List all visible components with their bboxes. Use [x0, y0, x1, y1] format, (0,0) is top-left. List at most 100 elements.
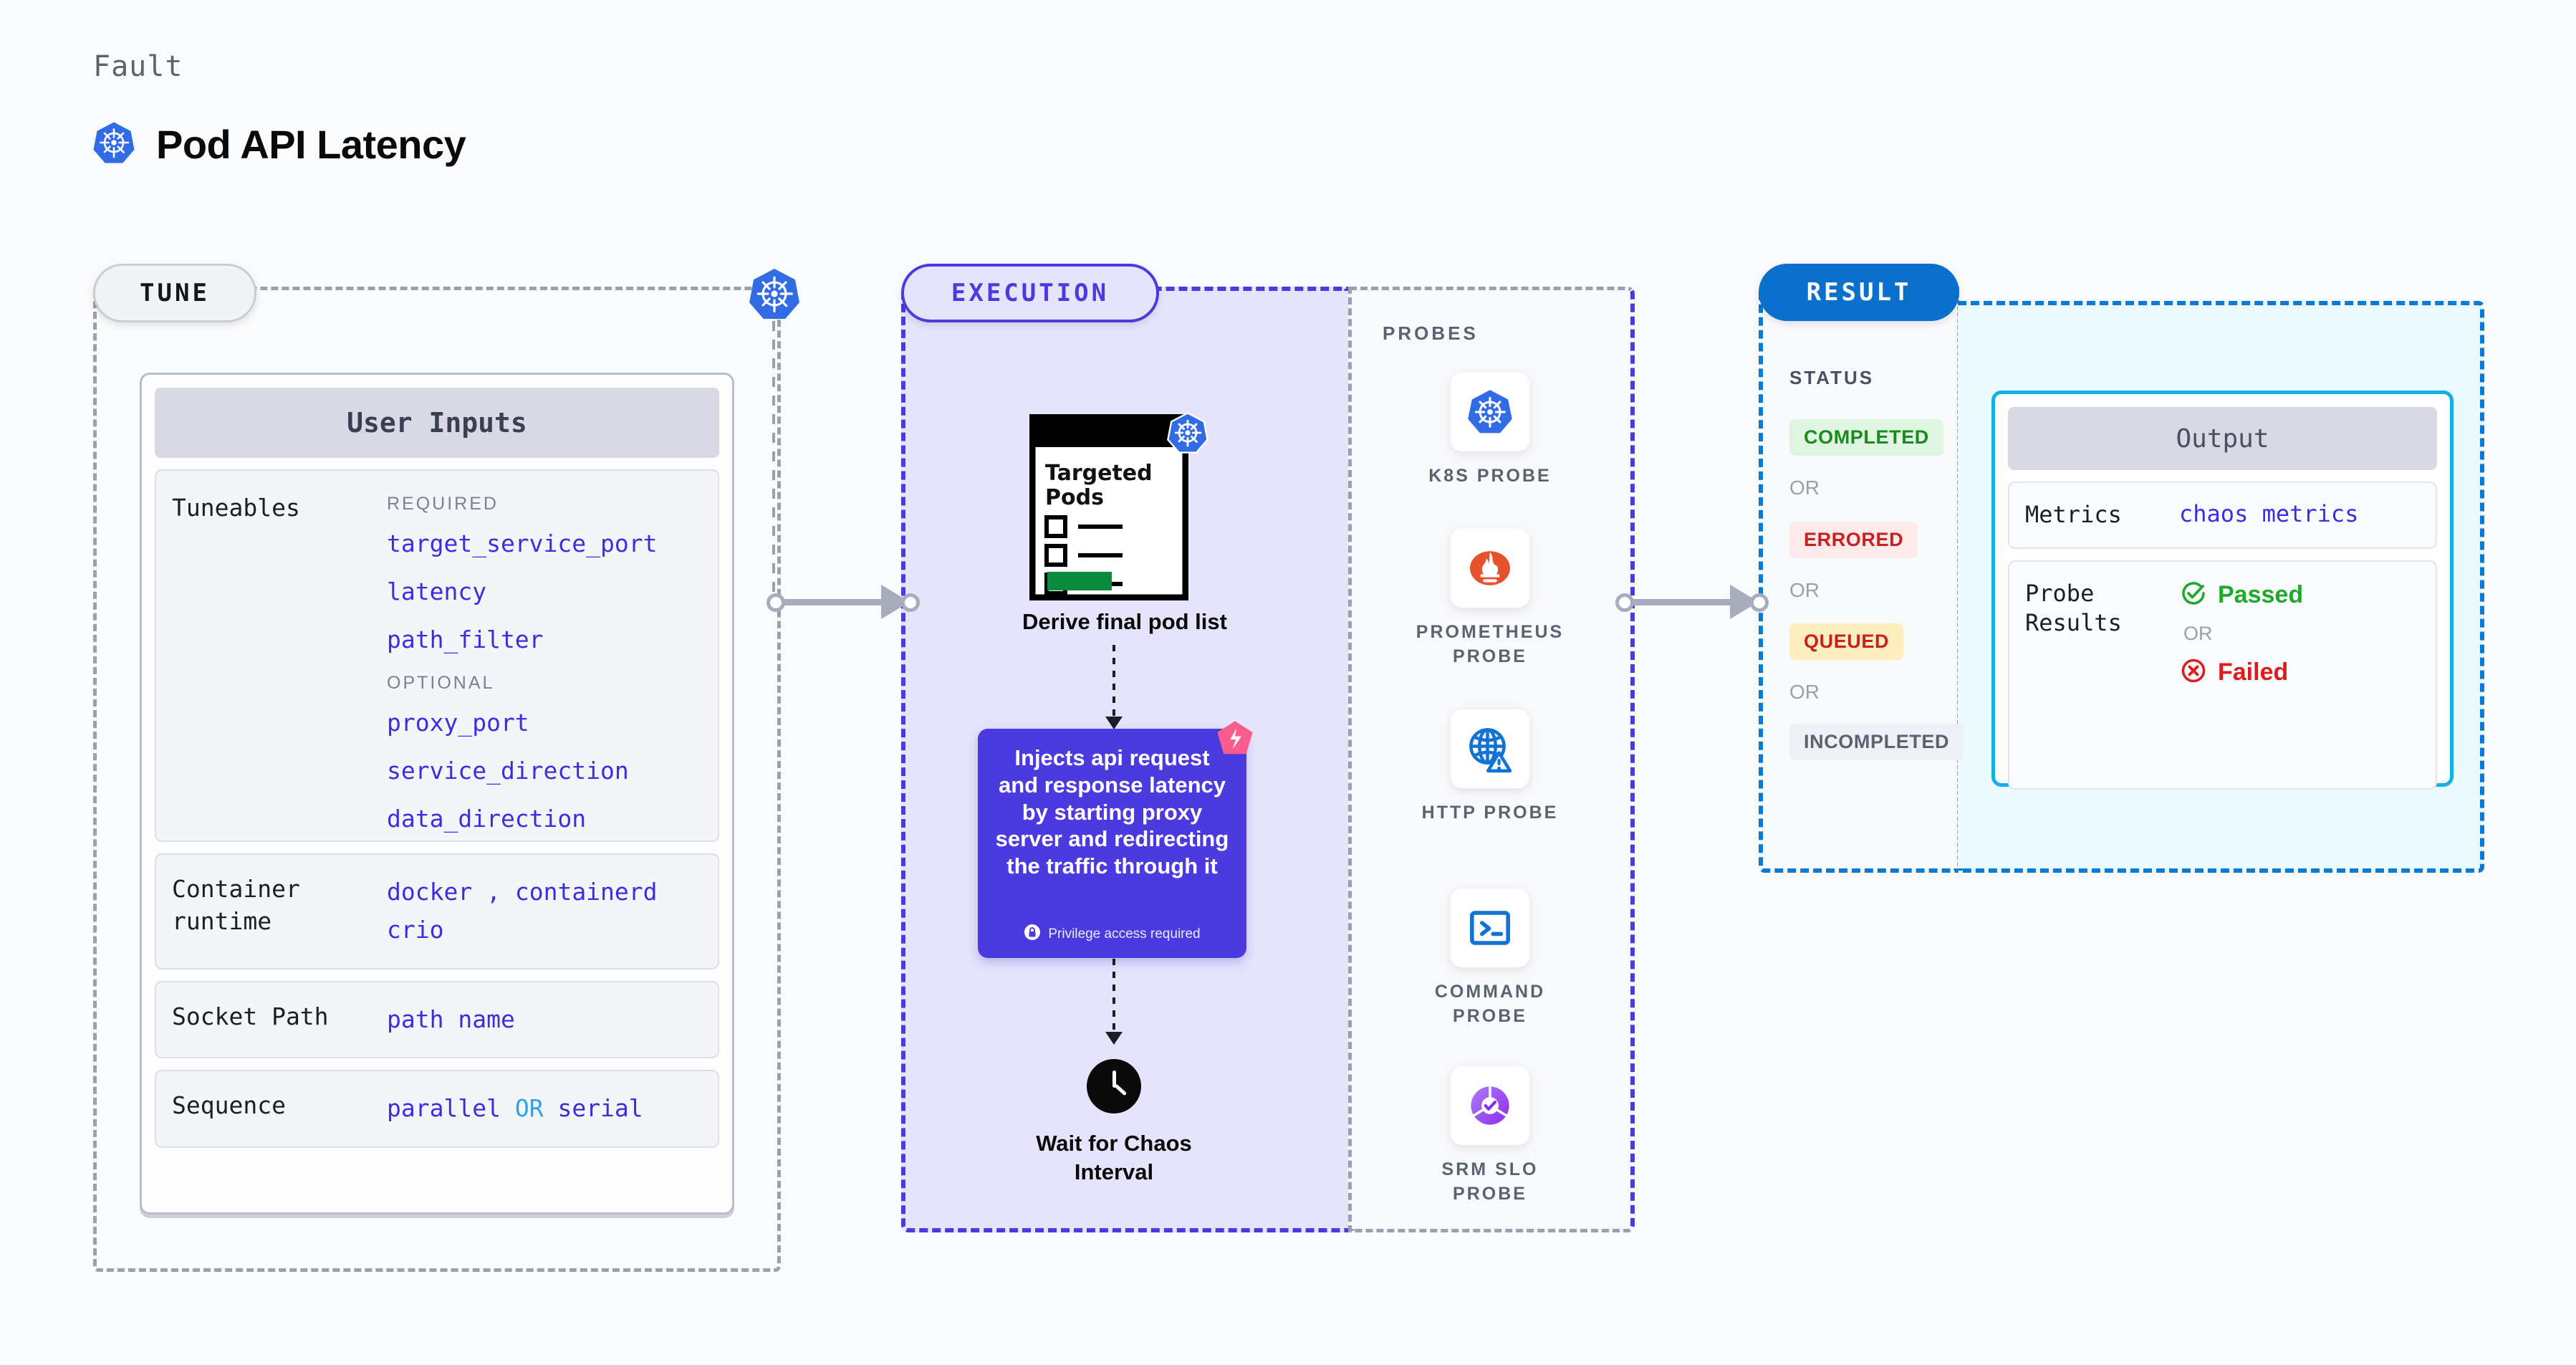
connector-execution-to-result: [1615, 580, 1773, 623]
page-title-row: Pod API Latency: [92, 120, 466, 168]
metrics-label: Metrics: [2025, 501, 2122, 528]
targeted-pods-kubernetes-icon: [1166, 411, 1209, 454]
optional-header: OPTIONAL: [387, 673, 495, 694]
svg-text:Pods: Pods: [1045, 485, 1104, 510]
probes-title: PROBES: [1383, 322, 1479, 344]
status-badge-queued: QUEUED: [1789, 623, 1904, 660]
kubernetes-badge-connector: [772, 321, 775, 593]
tuneable-latency[interactable]: latency: [387, 577, 487, 605]
tuneable-data-direction[interactable]: data_direction: [387, 804, 587, 833]
probe-prometheus-label: PROMETHEUS PROBE: [1416, 622, 1565, 666]
privilege-note-text: Privilege access required: [1048, 926, 1201, 942]
wait-caption-line1: Wait for Chaos: [1036, 1131, 1192, 1156]
flow-arrow-2: [1105, 1032, 1123, 1045]
prometheus-probe-icon: [1451, 529, 1529, 608]
tuneables-row: Tuneables REQUIRED target_service_port l…: [155, 469, 719, 842]
output-card: Output Metrics chaos metrics Probe Resul…: [1991, 391, 2454, 790]
runtime-crio[interactable]: crio: [387, 915, 444, 944]
socket-path-label: Socket Path: [172, 1002, 329, 1030]
result-panel: [1759, 287, 1959, 873]
probe-passed-text: Passed: [2218, 580, 2304, 608]
container-runtime-values: docker , containerd crio: [387, 873, 658, 949]
sequence-serial[interactable]: serial: [557, 1094, 643, 1123]
socket-path-value[interactable]: path name: [387, 1005, 515, 1033]
derive-pod-list-caption: Derive final pod list: [1022, 609, 1227, 634]
container-runtime-label: Container runtime: [172, 875, 300, 935]
x-circle-icon: [2179, 656, 2208, 689]
probe-k8s-label: K8S PROBE: [1428, 466, 1552, 486]
probe-srm-slo-label: SRM SLO PROBE: [1441, 1159, 1539, 1204]
sequence-parallel[interactable]: parallel: [387, 1094, 501, 1123]
status-badge-errored: ERRORED: [1789, 522, 1918, 558]
svg-text:Targeted: Targeted: [1045, 461, 1153, 486]
runtime-separator: ,: [486, 878, 501, 906]
tuneables-label: Tuneables: [172, 494, 300, 522]
inject-card-text: Injects api request and response latency…: [995, 745, 1229, 879]
probe-command[interactable]: COMMAND PROBE: [1383, 889, 1597, 1029]
srm-slo-probe-icon: [1451, 1066, 1529, 1145]
probe-failed-text: Failed: [2218, 658, 2289, 686]
tuneable-target-service-port[interactable]: target_service_port: [387, 530, 658, 557]
kubernetes-logo-icon: [92, 120, 136, 168]
lock-icon: [1024, 924, 1041, 945]
required-header: REQUIRED: [387, 494, 499, 514]
sequence-values: parallel OR serial: [387, 1090, 643, 1128]
sequence-row: Sequence parallel OR serial: [155, 1070, 719, 1149]
sequence-label: Sequence: [172, 1091, 286, 1120]
flow-arrow-1: [1105, 717, 1123, 729]
status-or-2: OR: [1789, 579, 1820, 601]
clock-icon: [1087, 1059, 1141, 1113]
probe-srm-slo[interactable]: SRM SLO PROBE: [1383, 1066, 1597, 1207]
inject-latency-card: Injects api request and response latency…: [978, 721, 1253, 958]
probe-results-or: OR: [2183, 622, 2213, 644]
probe-results-values: Passed OR Failed: [2179, 579, 2303, 700]
targeted-pods-icon: Targeted Pods: [1029, 413, 1189, 601]
check-circle-icon: [2179, 579, 2208, 611]
flow-line-1: [1112, 645, 1115, 724]
tuneable-service-direction[interactable]: service_direction: [387, 757, 629, 785]
kubernetes-probe-icon: [1451, 373, 1529, 451]
probe-result-failed: Failed: [2179, 656, 2303, 689]
wait-caption-line2: Interval: [1074, 1159, 1154, 1184]
metrics-row: Metrics chaos metrics: [2008, 482, 2437, 549]
runtime-containerd[interactable]: containerd: [514, 878, 658, 906]
output-title: Output: [2008, 407, 2437, 470]
litmus-logo-icon: [1215, 719, 1255, 759]
page-title: Pod API Latency: [156, 122, 466, 167]
wait-chaos-interval-caption: Wait for Chaos Interval: [971, 1129, 1257, 1186]
user-inputs-title: User Inputs: [155, 388, 719, 458]
socket-path-row: Socket Path path name: [155, 980, 719, 1059]
flow-line-2: [1112, 959, 1115, 1038]
status-badge-incompleted: INCOMPLETED: [1789, 724, 1964, 760]
stage-pill-tune[interactable]: TUNE: [93, 264, 256, 322]
connector-tune-to-execution: [766, 580, 924, 623]
metrics-value[interactable]: chaos metrics: [2179, 500, 2359, 527]
targeted-pods-progress-bar: [1047, 572, 1112, 590]
probe-k8s[interactable]: K8S PROBE: [1383, 373, 1597, 489]
kubernetes-badge-icon: [747, 267, 802, 321]
status-badge-completed: COMPLETED: [1789, 419, 1943, 456]
probe-command-label: COMMAND PROBE: [1434, 982, 1546, 1026]
user-inputs-card: User Inputs Tuneables REQUIRED target_se…: [140, 373, 734, 1215]
privilege-note-row: Privilege access required: [1024, 924, 1201, 948]
tuneables-values: REQUIRED target_service_port latency pat…: [387, 489, 658, 848]
stage-pill-execution[interactable]: EXECUTION: [901, 264, 1159, 322]
http-probe-icon: [1451, 709, 1529, 788]
probe-results-label: Probe Results: [2025, 579, 2122, 637]
status-title: STATUS: [1789, 367, 1875, 388]
command-probe-icon: [1451, 889, 1529, 967]
stage-pill-result[interactable]: RESULT: [1759, 264, 1959, 321]
probe-result-passed: Passed: [2179, 579, 2303, 611]
sequence-or: OR: [514, 1094, 544, 1123]
probe-http-label: HTTP PROBE: [1421, 803, 1559, 823]
tuneable-proxy-port[interactable]: proxy_port: [387, 709, 529, 737]
tuneable-path-filter[interactable]: path_filter: [387, 625, 544, 653]
runtime-docker[interactable]: docker: [387, 878, 473, 906]
fault-eyebrow: Fault: [93, 50, 183, 83]
status-or-1: OR: [1789, 476, 1820, 499]
probe-results-row: Probe Results Passed OR: [2008, 560, 2437, 790]
probe-prometheus[interactable]: PROMETHEUS PROBE: [1383, 529, 1597, 669]
container-runtime-row: Container runtime docker , containerd cr…: [155, 853, 719, 969]
status-or-3: OR: [1789, 681, 1820, 703]
probe-http[interactable]: HTTP PROBE: [1383, 709, 1597, 825]
